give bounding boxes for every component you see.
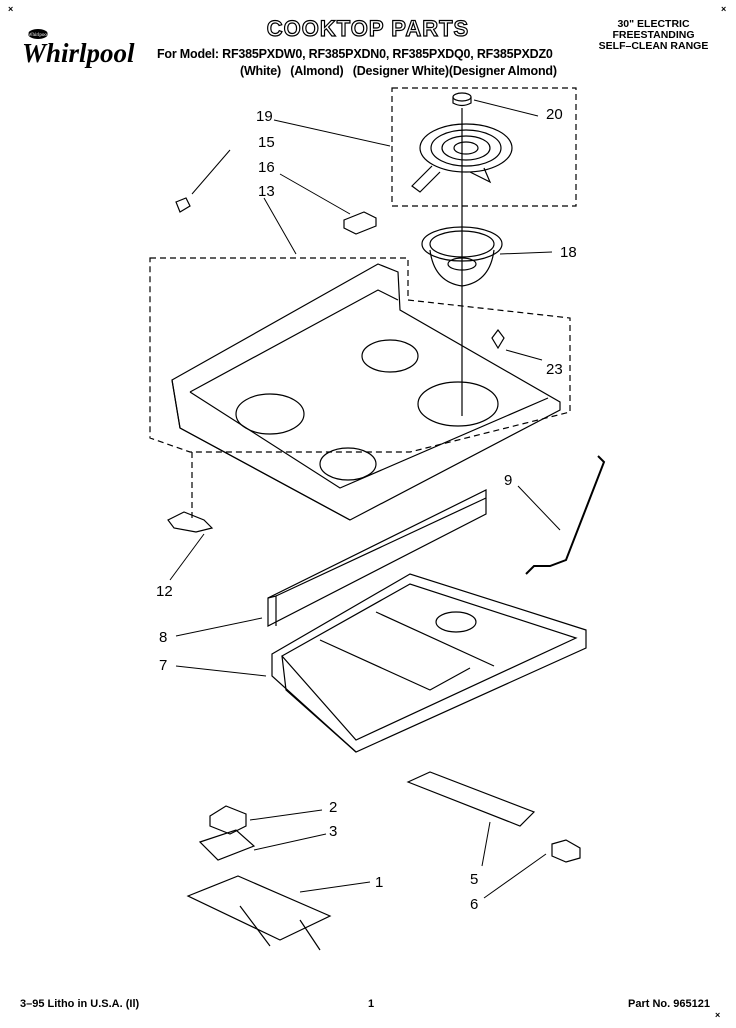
connector-part <box>167 511 214 533</box>
model-line: For Model: RF385PXDW0, RF385PXDN0, RF385… <box>157 47 553 61</box>
clip-part <box>175 197 191 213</box>
callout-23: 23 <box>546 361 563 378</box>
insulator-part <box>198 829 256 861</box>
callout-12: 12 <box>156 583 173 600</box>
switch-part <box>209 805 247 835</box>
burner-box <box>271 573 587 753</box>
whirlpool-logo-graphic: Whirlpool Whirlpool <box>22 29 135 68</box>
main-cooktop <box>171 263 561 521</box>
mounting-bracket <box>186 875 332 951</box>
color-almond: (Almond) <box>290 64 344 78</box>
angle-bracket <box>406 771 536 827</box>
callout-6: 6 <box>470 896 479 913</box>
callout-19: 19 <box>256 108 273 125</box>
page-title: COOKTOP PARTS <box>266 15 470 41</box>
logo-wordmark: Whirlpool <box>22 38 135 68</box>
corner-mark-bottom-right: × <box>715 1010 721 1020</box>
callout-13: 13 <box>258 183 275 200</box>
footer-part-number: Part No. 965121 <box>628 998 710 1010</box>
callout-1: 1 <box>375 874 384 891</box>
whirlpool-logo: Whirlpool Whirlpool <box>20 26 150 74</box>
support-rod <box>525 455 606 575</box>
range-type-line-1: 30" ELECTRIC <box>617 18 690 30</box>
callout-8: 8 <box>159 629 168 646</box>
footer-page-number: 1 <box>368 998 375 1010</box>
corner-mark-top-left: × <box>8 4 14 14</box>
corner-mark-top-right: × <box>721 4 727 14</box>
connector-block <box>551 839 581 863</box>
callout-9: 9 <box>504 472 513 489</box>
color-white: (White) <box>240 64 281 78</box>
callout-2: 2 <box>329 799 338 816</box>
cooktop-group-box <box>149 257 571 453</box>
logo-badge <box>28 29 48 39</box>
callout-15: 15 <box>258 134 275 151</box>
logo-badge-text: Whirlpool <box>28 33 49 38</box>
terminal-block <box>343 211 377 235</box>
callout-3: 3 <box>329 823 338 840</box>
callout-18: 18 <box>560 244 577 261</box>
color-designer: (Designer White)(Designer Almond) <box>352 64 557 78</box>
front-trim <box>267 489 487 627</box>
footer-litho: 3–95 Litho in U.S.A. (Il) <box>20 998 140 1010</box>
callout-7: 7 <box>159 657 168 674</box>
bracket-part <box>491 329 505 350</box>
callout-16: 16 <box>258 159 275 176</box>
callout-5: 5 <box>470 871 479 888</box>
element-group-box <box>391 87 577 207</box>
callout-20: 20 <box>546 106 563 123</box>
range-type: 30" ELECTRIC FREESTANDING SELF–CLEAN RAN… <box>586 19 721 52</box>
range-type-line-3: SELF–CLEAN RANGE <box>598 40 709 52</box>
element-cap <box>452 92 472 107</box>
color-line: (White) (Almond) (Designer White)(Design… <box>240 64 563 78</box>
surface-element <box>411 123 513 193</box>
range-type-line-2: FREESTANDING <box>612 29 695 41</box>
